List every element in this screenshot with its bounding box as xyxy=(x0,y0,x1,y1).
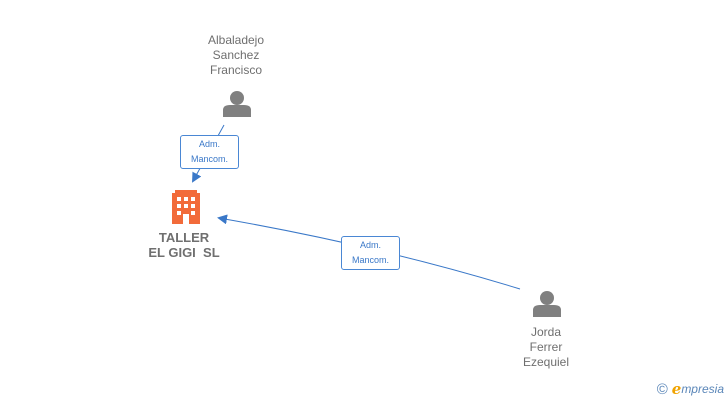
person-icon[interactable] xyxy=(223,91,251,117)
company-name[interactable]: TALLER EL GIGI SL xyxy=(134,230,234,260)
name-line: Jorda xyxy=(530,325,562,339)
edge-label-line: Mancom. xyxy=(190,154,228,164)
name-line: Ferrer xyxy=(529,340,563,354)
edge-label-line: Mancom. xyxy=(351,255,389,265)
name-line: EL GIGI SL xyxy=(148,245,220,260)
brand-logo-letter: e xyxy=(671,380,682,398)
name-line: TALLER xyxy=(158,230,210,245)
name-line: Sanchez xyxy=(212,48,260,62)
edge-label-line: Adm. xyxy=(359,240,381,250)
edge-label-role: Adm. Mancom. xyxy=(180,135,239,169)
name-line: Francisco xyxy=(209,63,262,77)
copyright-icon: © xyxy=(656,380,668,398)
edge-label-role: Adm. Mancom. xyxy=(341,236,400,270)
name-line: Ezequiel xyxy=(522,355,570,369)
brand-watermark: © e mpresia xyxy=(657,379,724,399)
building-icon[interactable] xyxy=(172,190,200,224)
name-line: Albaladejo xyxy=(207,33,265,47)
person-name-albaladejo[interactable]: Albaladejo Sanchez Francisco xyxy=(185,33,287,78)
person-name-jorda[interactable]: Jorda Ferrer Ezequiel xyxy=(495,325,597,370)
brand-logo-text: mpresia xyxy=(681,382,724,396)
edge-label-line: Adm. xyxy=(198,139,220,149)
person-icon[interactable] xyxy=(533,291,561,317)
